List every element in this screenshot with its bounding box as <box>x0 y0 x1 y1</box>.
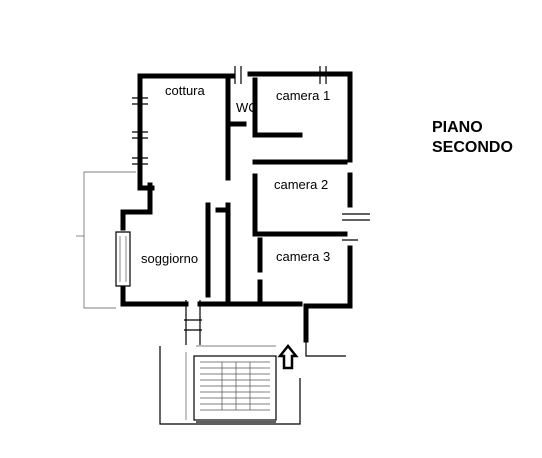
landing-outline <box>159 340 346 425</box>
floor-title-line-2: SECONDO <box>432 139 513 156</box>
room-label-soggiorno: soggiorno <box>141 251 198 266</box>
balcony-outline <box>76 171 136 309</box>
room-label-camera-2: camera 2 <box>274 177 328 192</box>
floor-title-line-1: PIANO <box>432 119 483 136</box>
interior-walls <box>205 77 348 307</box>
outer-walls <box>120 71 353 343</box>
entrance-arrow-icon <box>277 343 299 370</box>
window-marks <box>115 66 370 345</box>
stairs-icon <box>193 355 277 423</box>
room-label-cottura: cottura <box>165 83 206 98</box>
room-label-camera-1: camera 1 <box>276 88 330 103</box>
room-label-wc: WC <box>236 100 258 115</box>
room-label-camera-3: camera 3 <box>276 249 330 264</box>
